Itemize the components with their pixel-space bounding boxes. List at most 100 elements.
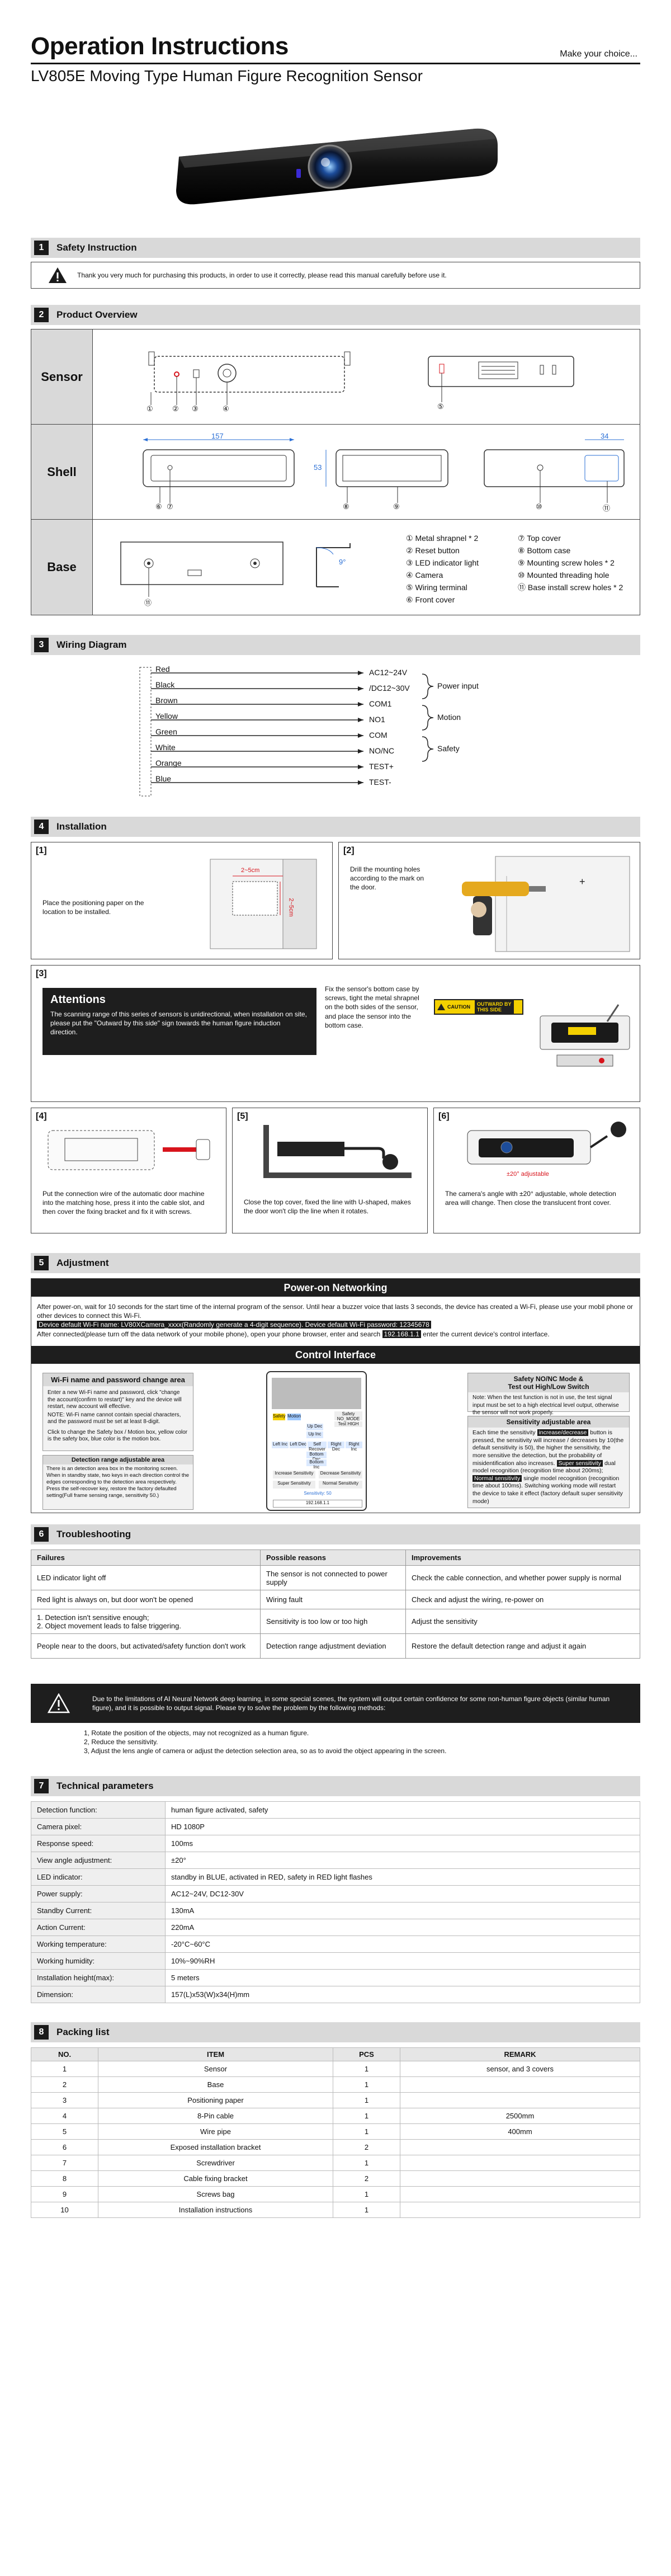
table-cell: Restore the default detection range and …	[405, 1633, 640, 1659]
power-on-paragraph: enter the current device's control inter…	[423, 1330, 550, 1338]
table-cell: 400mm	[400, 2123, 640, 2140]
table-row: Camera pixel:HD 1080P	[31, 1818, 640, 1835]
warning-icon	[437, 1004, 445, 1010]
detection-text: There is an detection area box in the mo…	[46, 1466, 190, 1499]
row-label-base: Base	[31, 520, 93, 615]
table-row: Red light is always on, but door won't b…	[31, 1590, 640, 1609]
table-cell: 7	[31, 2155, 98, 2171]
wire-label: Orange	[155, 759, 182, 767]
adjustment-panel: Power-on Networking After power-on, wait…	[31, 1278, 640, 1513]
section-number: 8	[34, 2025, 49, 2040]
power-on-paragraph: After power-on, wait for 10 seconds for …	[37, 1303, 633, 1320]
angle-label: ±20° adjustable	[507, 1171, 549, 1178]
wire-label: Blue	[155, 774, 172, 783]
marker: ⑪	[144, 599, 152, 607]
table-cell: Adjust the sensitivity	[405, 1609, 640, 1634]
legend-right: ⑦ Top cover ⑧ Bottom case ⑨ Mounting scr…	[518, 532, 638, 594]
section-number: 6	[34, 1527, 49, 1542]
table-cell: sensor, and 3 covers	[400, 2061, 640, 2077]
section-tech-header: 7 Technical parameters	[31, 1776, 640, 1796]
group-label: Motion	[437, 713, 461, 722]
table-cell: 2	[333, 2170, 400, 2187]
table-cell: Base	[98, 2076, 333, 2093]
self-recover-button[interactable]: Self Recover	[308, 1442, 327, 1452]
legend-item: ⑤ Wiring terminal	[406, 583, 467, 592]
table-cell: 6	[31, 2139, 98, 2155]
wiring-diagram: Red Black Brown Yellow Green White Orang…	[129, 663, 520, 803]
step-text: Close the top cover, fixed the line with…	[244, 1198, 411, 1216]
text-run: Switching working mode will restart the …	[472, 1482, 623, 1505]
table-cell	[400, 2155, 640, 2171]
section-adjustment-header: 5 Adjustment	[31, 1253, 640, 1273]
outward-text: OUTWARD BY THIS SIDE	[475, 1000, 514, 1014]
right-inc-button[interactable]: Right Inc	[346, 1442, 362, 1452]
bottom-inc-button[interactable]: Bottom Inc	[306, 1459, 327, 1470]
param-name: Power supply:	[31, 1885, 166, 1902]
legend-item: ② Reset button	[406, 546, 460, 555]
super-sensitivity-option[interactable]: Super Sensitivity	[273, 1481, 315, 1489]
step-number: [2]	[343, 846, 355, 855]
power-on-text: After power-on, wait for 10 seconds for …	[37, 1302, 634, 1339]
text-run: dual model recognition (recognition time…	[472, 1459, 616, 1475]
step-number: [5]	[237, 1112, 248, 1121]
left-dec-button[interactable]: Left Dec	[290, 1442, 306, 1448]
overview-table: Sensor Shell Base ① ② ③ ④	[31, 329, 640, 615]
increase-sensitivity-button[interactable]: Increase Sensitivity	[273, 1471, 315, 1478]
legend-item: ③ LED indicator light	[406, 558, 479, 567]
terminal-label: TEST+	[369, 762, 394, 771]
table-cell: Sensitivity is too low or too high	[260, 1609, 406, 1634]
table-cell: 1	[333, 2123, 400, 2140]
param-name: Standby Current:	[31, 1902, 166, 1919]
table-cell: Screws bag	[98, 2186, 333, 2202]
param-value: 5 meters	[165, 1969, 640, 1986]
param-name: LED indicator:	[31, 1868, 166, 1886]
table-cell: Check the cable connection, and whether …	[405, 1565, 640, 1590]
up-dec-button[interactable]: Up Dec	[306, 1424, 323, 1430]
bottom-dec-button[interactable]: Bottom Dec	[306, 1452, 327, 1462]
wifi-title: Wi-Fi name and password change area	[43, 1373, 193, 1386]
normal-sensitivity-option[interactable]: Normal Sensitivity	[319, 1481, 362, 1489]
terminal-label: TEST-	[369, 778, 391, 787]
marker: ⑪	[603, 504, 611, 512]
wire-label: Green	[155, 727, 177, 736]
table-cell: 1	[333, 2155, 400, 2171]
marker: ⑨	[393, 502, 400, 511]
safety-mode-button[interactable]: Safety NO_MODE	[334, 1411, 362, 1421]
left-inc-button[interactable]: Left Inc	[272, 1442, 289, 1448]
sensitivity-readout: Sensitivity: 50	[304, 1491, 332, 1496]
section-packing-header: 8 Packing list	[31, 2022, 640, 2042]
step-text: Drill the mounting holes according to th…	[350, 865, 424, 892]
decrease-sensitivity-button[interactable]: Decrease Sensitivity	[319, 1471, 362, 1478]
wifi-text: Enter a new Wi-Fi name and password, cli…	[48, 1390, 182, 1410]
power-on-paragraph: After connected(please turn off the data…	[37, 1330, 381, 1338]
page-title: Operation Instructions	[31, 32, 289, 60]
column-header: Possible reasons	[260, 1550, 406, 1566]
legend-left: ① Metal shrapnel * 2 ② Reset button ③ LE…	[406, 532, 518, 606]
group-label: Safety	[437, 744, 460, 753]
table-cell: 3	[31, 2092, 98, 2108]
tagline: Make your choice...	[560, 49, 637, 59]
install-step-3: [3] Attentions The scanning range of thi…	[31, 965, 640, 1102]
test-mode-button[interactable]: Test HIGH	[334, 1421, 362, 1427]
safety-box-button[interactable]: Safety	[273, 1414, 286, 1420]
right-dec-button[interactable]: Right Dec	[328, 1442, 344, 1452]
product-subtitle: LV805E Moving Type Human Figure Recognit…	[31, 67, 423, 84]
shell-side-drawing: 53 ⑧ ⑨	[314, 433, 465, 517]
param-name: Working temperature:	[31, 1935, 166, 1953]
table-cell: Wire pipe	[98, 2123, 333, 2140]
motion-box-button[interactable]: Motion	[287, 1414, 301, 1420]
step-number: [6]	[438, 1112, 450, 1121]
table-cell: 8-Pin cable	[98, 2108, 333, 2124]
sensor-back-drawing: ⑤	[423, 346, 585, 419]
table-cell: 1	[333, 2092, 400, 2108]
table-cell: LED indicator light off	[31, 1565, 261, 1590]
address-bar[interactable]: 192.168.1.1	[273, 1500, 362, 1508]
up-inc-button[interactable]: Up Inc	[306, 1431, 323, 1438]
warning-icon	[48, 267, 67, 284]
table-cell: 1	[333, 2202, 400, 2218]
terminal-label: COM	[369, 731, 388, 740]
section-label: Wiring Diagram	[56, 639, 127, 650]
